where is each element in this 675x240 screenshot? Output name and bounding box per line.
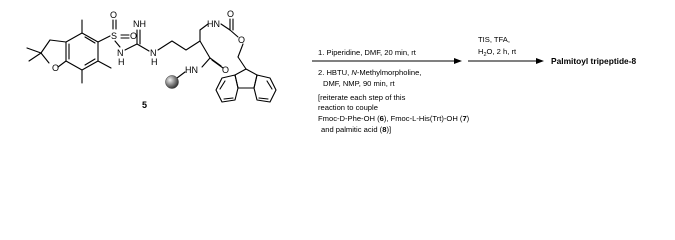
condition-step2-line2: DMF, NMP, 90 min, rt — [323, 79, 395, 88]
atom-hn-carbamate: HN — [207, 19, 220, 29]
atom-o-sulfonyl-1: O — [110, 10, 117, 20]
note-line3: Fmoc-D-Phe-OH (6), Fmoc-L-His(Trt)-OH (7… — [318, 114, 470, 123]
compound-5-structure: O S O O N H NH N H HN O O — [26, 9, 277, 103]
resin-bead — [165, 75, 179, 89]
reaction-scheme: O S O O N H NH N H HN O O — [26, 9, 637, 134]
fmoc-fluorene — [215, 68, 277, 103]
atom-o-ring: O — [52, 63, 59, 73]
atom-n-sulfonamide: N — [117, 48, 124, 58]
reaction-arrow-deprotection — [468, 58, 544, 64]
condition-step1: 1. Piperidine, DMF, 20 min, rt — [318, 48, 417, 57]
atom-o-amide: O — [222, 65, 229, 75]
atom-o-sulfonyl-2: O — [130, 31, 137, 41]
product-name: Palmitoyl tripeptide-8 — [551, 56, 637, 66]
dihydrofuran-ring — [26, 39, 67, 68]
atom-o-carbamate-carbonyl: O — [227, 9, 234, 19]
atom-s: S — [111, 31, 117, 41]
condition-step2-line1: 2. HBTU, N-Methylmorpholine, — [318, 68, 421, 77]
atom-n-guanidine: N — [150, 48, 157, 58]
deprotection-line2: H2O, 2 h, rt — [478, 47, 517, 58]
atom-h-guanidine: H — [151, 57, 158, 67]
atom-o-carbamate: O — [238, 35, 245, 45]
note-line2: reaction to couple — [318, 103, 378, 112]
compound-5-label: 5 — [142, 100, 147, 110]
atom-h-sulfonamide: H — [118, 57, 125, 67]
pbf-aryl-ring — [65, 19, 112, 84]
reaction-arrow-coupling — [312, 58, 462, 64]
note-line1: [reiterate each step of this — [318, 93, 406, 102]
atom-hn-resin: HN — [185, 65, 198, 75]
deprotection-line1: TIS, TFA, — [478, 35, 510, 44]
note-line4: and palmitic acid (8)] — [321, 125, 391, 134]
atom-nh-imine: NH — [133, 19, 146, 29]
